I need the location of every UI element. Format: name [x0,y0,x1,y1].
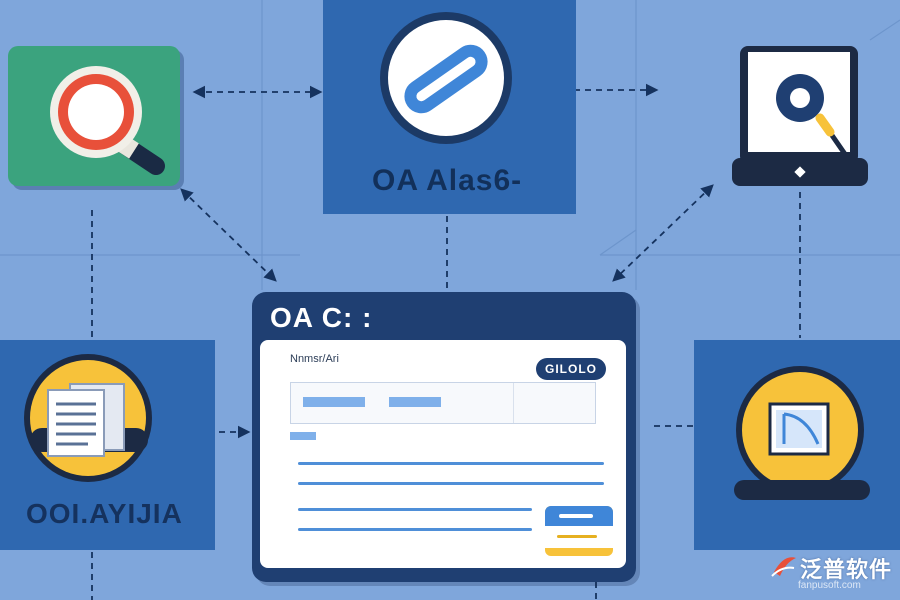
content-line [298,508,532,511]
watermark-brand: 泛普软件 [800,557,893,582]
documents-tile [0,340,215,550]
magnifier-icon [50,66,165,175]
window-body: Nnmsr/Ari GILOLO [260,340,626,568]
search-tile [8,46,180,186]
mini-card[interactable] [545,506,613,556]
tablet-search-icon [732,46,868,186]
arrow-tablet-window [612,184,714,282]
tablet-tile [732,40,868,190]
input-divider [513,383,514,423]
brand-logo-icon [771,557,796,577]
small-chip [290,432,316,440]
link-tile-label: OA Alas6- [372,164,523,197]
mini-card-header-bar [559,514,593,518]
content-line [298,462,604,465]
watermark-url: fanpusoft.com [798,580,861,591]
input-chip-2 [389,397,441,407]
documents-icon [24,354,152,482]
chart-icon [734,366,870,500]
window-action-button[interactable]: GILOLO [536,358,606,380]
link-icon [380,12,512,144]
central-window: OA C: : Nnmsr/Ari GILOLO [252,292,636,582]
form-input[interactable] [290,382,596,424]
form-field-label: Nnmsr/Ari [290,353,339,365]
mini-card-header [545,506,613,526]
documents-tile-label: OOI.AYIJIA [26,498,183,529]
content-line [298,482,604,485]
input-chip-1 [303,397,365,407]
window-title: OA C: : [270,302,373,333]
arrow-search-window [180,188,277,282]
mini-card-line [557,535,597,538]
chart-tile [694,340,900,550]
link-tile [323,0,576,214]
content-line [298,528,532,531]
